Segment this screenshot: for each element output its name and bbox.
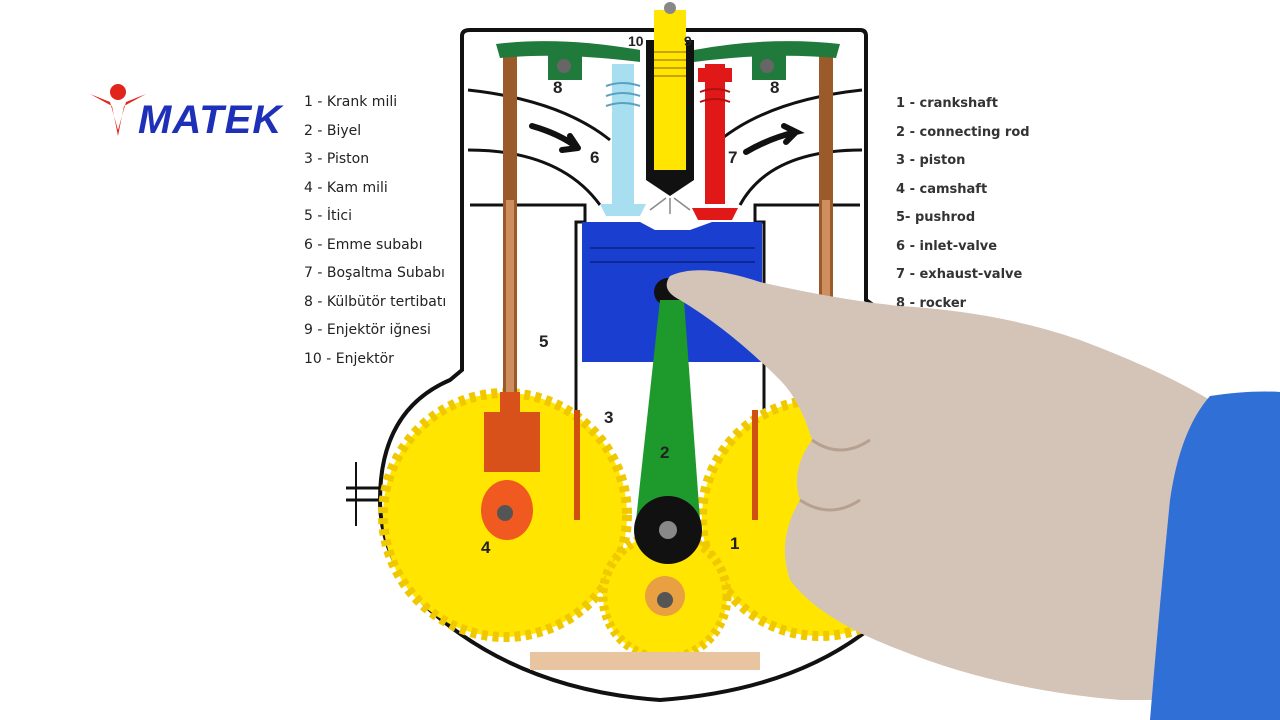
callout-camshaft: 4 [481, 538, 491, 557]
callout-injector-needle: 9 [684, 33, 692, 49]
exhaust-valve-part [692, 64, 738, 220]
legend-en-item: 2 - connecting rod [896, 124, 1030, 140]
intake-flow-arrow [529, 123, 581, 153]
cylinder-sleeve-right [752, 410, 758, 520]
sleeve-blue [1150, 391, 1280, 720]
legend-en-item: 7 - exhaust-valve [896, 267, 1023, 282]
callout-rocker-left: 8 [553, 78, 563, 97]
matek-figure-icon [90, 84, 146, 136]
oil-pan [530, 652, 760, 670]
rocker-arm-left [496, 41, 640, 62]
legend-turkish: 1 - Krank mili 2 - Biyel 3 - Piston 4 - … [304, 88, 446, 373]
callout-exhaust-valve: 7 [728, 148, 738, 167]
callout-piston: 3 [604, 408, 614, 427]
intake-port-upper [467, 88, 611, 142]
legend-en-item: 6 - inlet-valve [896, 238, 998, 254]
legend-tr-item: 2 - Biyel [304, 122, 362, 139]
legend-tr-item: 6 - Emme subabı [304, 236, 423, 253]
intake-port-lower [467, 148, 602, 206]
legend-en-item: 5- pushrod [896, 210, 976, 225]
callout-connecting-rod: 2 [660, 443, 670, 462]
callout-rocker-right: 8 [770, 78, 780, 97]
callout-crankshaft: 1 [730, 534, 740, 553]
inlet-valve-part [600, 64, 646, 216]
hand-skin [666, 270, 1240, 700]
legend-tr-item: 9 - Enjektör iğnesi [304, 322, 431, 338]
callout-inlet-valve: 6 [590, 148, 600, 167]
legend-tr-item: 7 - Boşaltma Subabı [304, 265, 445, 281]
connecting-rod-part [636, 300, 700, 520]
legend-en-item: 1 - crankshaft [896, 96, 998, 111]
legend-tr-item: 1 - Krank mili [304, 94, 398, 110]
matek-logo: MATEK [88, 80, 288, 140]
legend-en-item: 8 - rocker [896, 295, 967, 311]
legend-tr-item: 8 - Külbütör tertibatı [304, 293, 447, 310]
exhaust-flow-arrow [743, 123, 805, 155]
legend-en-item: 3 - piston [896, 153, 966, 168]
legend-english: 1 - crankshaft 2 - connecting rod 3 - pi… [896, 90, 1030, 318]
cam-follower-left [484, 392, 540, 472]
fuel-spray [649, 197, 691, 214]
injector-part [646, 2, 694, 214]
legend-tr-item: 5 - İtici [304, 208, 352, 224]
legend-tr-item: 3 - Piston [304, 151, 370, 167]
exhaust-port-lower [738, 148, 863, 206]
matek-wordmark: MATEK [138, 98, 283, 142]
callout-injector: 10 [628, 33, 644, 49]
callout-pushrod: 5 [539, 332, 549, 351]
legend-tr-item: 10 - Enjektör [304, 350, 394, 367]
crankshaft-gear [598, 529, 732, 663]
cylinder-sleeve-left [574, 410, 580, 520]
legend-tr-item: 4 - Kam mili [304, 179, 388, 196]
legend-en-item: 4 - camshaft [896, 181, 988, 197]
exhaust-port-upper [719, 88, 863, 142]
rocker-arm-right [694, 41, 840, 62]
